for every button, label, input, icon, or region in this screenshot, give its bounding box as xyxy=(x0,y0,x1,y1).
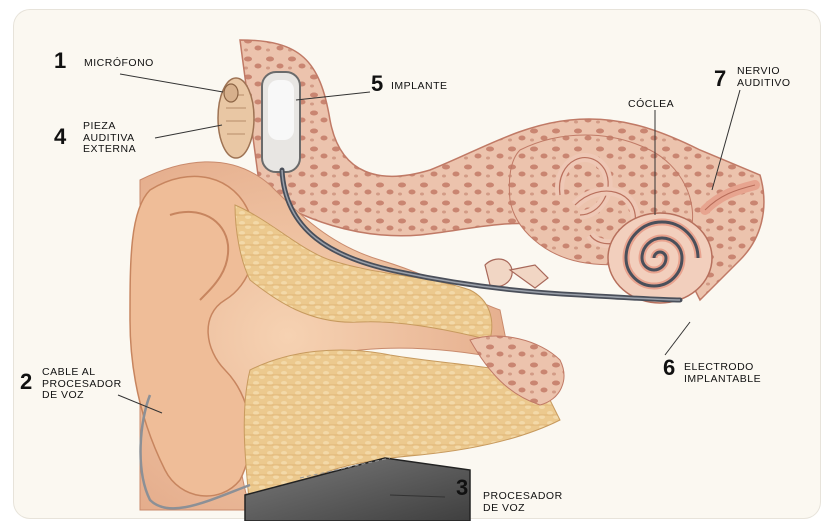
label-7-number: 7 xyxy=(714,68,726,90)
label-3-number: 3 xyxy=(456,477,468,499)
label-5-text: IMPLANTE xyxy=(391,81,448,92)
label-6-line: ELECTRODO xyxy=(684,362,761,373)
leader-4 xyxy=(155,125,222,138)
label-2-number: 2 xyxy=(20,371,32,393)
label-2-line: PROCESADOR xyxy=(42,379,122,390)
cochlea xyxy=(608,213,712,303)
label-coclea: CÓCLEA xyxy=(628,99,674,110)
ossicles xyxy=(510,265,548,288)
label-2-line: DE VOZ xyxy=(42,390,122,401)
label-6-line: IMPLANTABLE xyxy=(684,374,761,385)
label-2-line: CABLE AL xyxy=(42,367,122,378)
label-3-line: DE VOZ xyxy=(483,503,563,514)
label-6-text: ELECTRODO IMPLANTABLE xyxy=(684,362,761,384)
ossicles xyxy=(485,259,512,287)
label-1-text: MICRÓFONO xyxy=(84,58,154,69)
label-4-number: 4 xyxy=(54,126,66,148)
label-3-text: PROCESADOR DE VOZ xyxy=(483,491,563,513)
leader-1 xyxy=(120,74,223,92)
label-7-text: NERVIO AUDITIVO xyxy=(737,66,791,88)
leader-6 xyxy=(665,322,690,355)
label-6-number: 6 xyxy=(663,357,675,379)
label-1-number: 1 xyxy=(54,50,66,72)
label-4-line: EXTERNA xyxy=(83,144,136,155)
label-3-line: PROCESADOR xyxy=(483,491,563,502)
label-5-number: 5 xyxy=(371,73,383,95)
label-2-text: CABLE AL PROCESADOR DE VOZ xyxy=(42,367,122,401)
label-4-line: PIEZA xyxy=(83,121,136,132)
label-7-line: NERVIO xyxy=(737,66,791,77)
label-4-text: PIEZA AUDITIVA EXTERNA xyxy=(83,121,136,155)
label-7-line: AUDITIVO xyxy=(737,78,791,89)
label-4-line: AUDITIVA xyxy=(83,133,136,144)
microphone xyxy=(224,84,238,102)
